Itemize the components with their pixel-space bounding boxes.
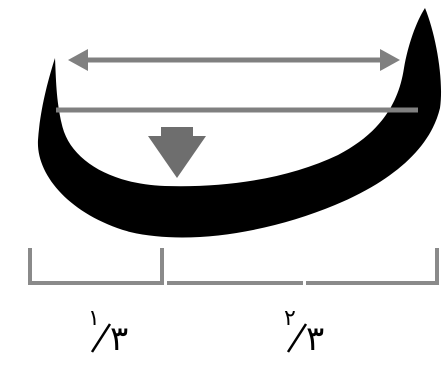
measurement-bracket <box>28 248 439 285</box>
fraction-slash-icon <box>90 323 112 353</box>
fraction-one-third: ١ ٣ <box>80 308 160 362</box>
fraction-two-thirds-denominator: ٣ <box>306 319 325 359</box>
down-triangle-arrow-icon <box>148 127 206 178</box>
fraction-two-thirds-numerator: ٢ <box>284 306 296 331</box>
fraction-two-thirds: ٢ ٣ <box>276 308 356 362</box>
double-arrow-horizontal-icon <box>68 49 400 71</box>
fraction-one-third-denominator: ٣ <box>110 319 129 359</box>
fraction-one-third-numerator: ١ <box>88 306 100 331</box>
letter-stroke <box>37 8 442 238</box>
fraction-slash-icon <box>286 323 308 353</box>
